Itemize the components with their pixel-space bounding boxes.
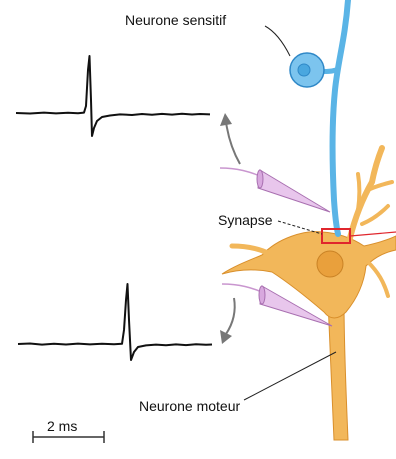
- motor-dendrite-branch-c: [362, 206, 388, 224]
- sensory-neuron-nucleus: [298, 64, 310, 76]
- motor-dendrite-upper: [350, 148, 382, 238]
- motor-neuron-body: [222, 232, 396, 318]
- arrow-lower: [226, 298, 235, 334]
- motor-neuron: [222, 148, 396, 440]
- label-scale: 2 ms: [47, 418, 77, 434]
- leader-sensory: [265, 26, 290, 56]
- motor-dendrite-lower: [368, 262, 388, 296]
- arrow-upper-head: [220, 113, 232, 126]
- motor-neuron-nucleus: [317, 251, 343, 277]
- arrow-lower-head: [220, 330, 232, 344]
- motor-dendrite-left: [232, 246, 270, 254]
- label-motor-neuron: Neurone moteur: [139, 398, 240, 414]
- label-synapse: Synapse: [218, 212, 272, 228]
- electrode-upper: [220, 168, 330, 212]
- trace-sensory: [16, 56, 210, 136]
- motor-dendrite-branch-b: [358, 174, 360, 210]
- arrow-upper: [226, 122, 240, 164]
- label-sensory-neuron: Neurone sensitif: [125, 12, 226, 28]
- sensory-neuron-fiber: [333, 0, 348, 234]
- leader-motor: [244, 352, 336, 400]
- synapse-box-red-line: [350, 232, 396, 236]
- motor-neuron-axon: [328, 300, 348, 440]
- trace-motor: [18, 284, 212, 360]
